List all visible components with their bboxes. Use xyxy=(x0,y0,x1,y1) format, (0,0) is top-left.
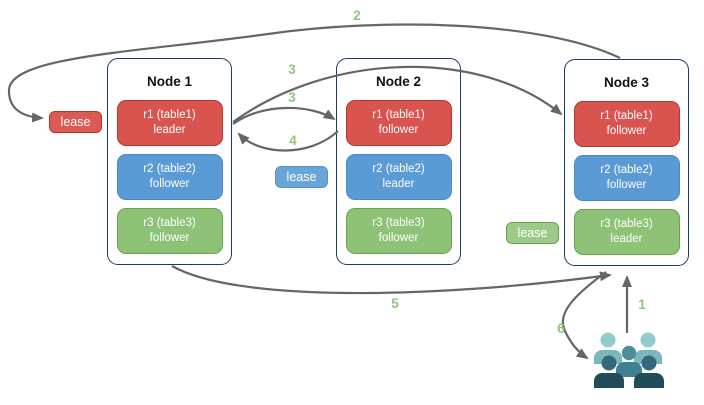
lease-chip-table3: lease xyxy=(506,222,559,244)
arrow-step5-node1-to-node3 xyxy=(171,265,612,295)
replica-role: leader xyxy=(153,124,186,137)
replica-name: r3 (table3) xyxy=(600,218,653,231)
node2-panel: Node 2 r1 (table1) follower r2 (table2) … xyxy=(336,58,461,265)
node2-r2-replica: r2 (table2) leader xyxy=(345,154,452,201)
replica-name: r2 (table2) xyxy=(372,163,425,176)
step-label-3b: 3 xyxy=(288,90,296,105)
arrow-step3-node1-to-node2 xyxy=(232,106,336,125)
replica-role: follower xyxy=(606,179,647,192)
node1-panel: Node 1 r1 (table1) leader r2 (table2) fo… xyxy=(107,58,232,265)
replica-name: r1 (table1) xyxy=(143,109,196,122)
step-label-6: 6 xyxy=(557,321,565,336)
replica-name: r3 (table3) xyxy=(372,217,425,230)
node3-r1-replica: r1 (table1) follower xyxy=(573,101,680,148)
node3-title: Node 3 xyxy=(603,75,649,90)
replica-name: r1 (table1) xyxy=(372,109,425,122)
node1-r2-replica: r2 (table2) follower xyxy=(116,154,223,201)
step-label-5: 5 xyxy=(391,296,399,311)
node1-r3-replica: r3 (table3) follower xyxy=(116,208,223,255)
lease-chip-table2: lease xyxy=(275,166,328,188)
users-group-icon xyxy=(594,332,664,388)
arrow-step2-node3-to-lease xyxy=(7,23,621,123)
node2-r1-replica: r1 (table1) follower xyxy=(345,100,452,147)
step-label-1: 1 xyxy=(638,297,646,312)
replica-role: follower xyxy=(378,124,419,137)
node2-r3-replica: r3 (table3) follower xyxy=(345,208,452,255)
replica-role: leader xyxy=(610,233,643,246)
replica-role: leader xyxy=(382,178,415,191)
replica-role: follower xyxy=(606,125,647,138)
step-label-4: 4 xyxy=(289,133,297,148)
replica-name: r2 (table2) xyxy=(600,164,653,177)
node3-r2-replica: r2 (table2) follower xyxy=(573,155,680,202)
lease-chip-table1: lease xyxy=(49,111,102,133)
replica-name: r3 (table3) xyxy=(143,217,196,230)
node3-r3-replica: r3 (table3) leader xyxy=(573,209,680,256)
node3-panel: Node 3 r1 (table1) follower r2 (table2) … xyxy=(564,59,689,266)
replica-name: r2 (table2) xyxy=(143,163,196,176)
node1-r1-replica: r1 (table1) leader xyxy=(116,100,223,147)
step-label-3a: 3 xyxy=(288,62,296,77)
node1-title: Node 1 xyxy=(146,74,192,89)
replica-name: r1 (table1) xyxy=(600,110,653,123)
replica-role: follower xyxy=(149,178,190,191)
replica-role: follower xyxy=(149,232,190,245)
node2-title: Node 2 xyxy=(375,74,421,89)
step-label-2: 2 xyxy=(353,8,361,23)
replica-role: follower xyxy=(378,232,419,245)
